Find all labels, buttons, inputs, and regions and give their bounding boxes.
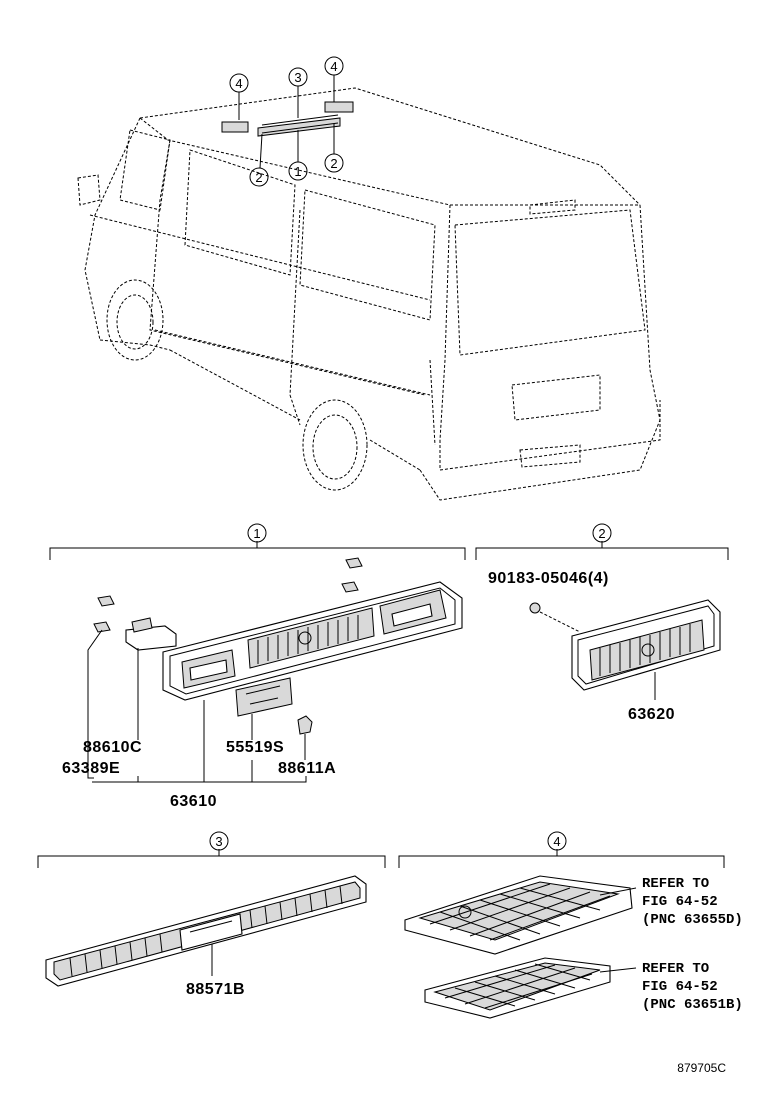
clip-63389E-a [97,595,115,607]
van-illustration [77,87,661,501]
lens-55519S [235,677,293,717]
section-4: 4 REFER TO FIG 64-52 (PNC 63655D) REFER … [398,831,743,1019]
section-3: 3 88571B [37,831,386,998]
reference-63651B: REFER TO FIG 64-52 (PNC 63651B) [642,961,743,1013]
knob-88611A [297,715,313,735]
section-1-callout: 1 [253,526,260,541]
roof-vent-left [221,121,249,133]
ref-a-line-1: REFER TO [642,876,709,892]
van-callout-2-right: 2 [330,156,337,171]
section-2-callout: 2 [598,526,605,541]
label-55519S: 55519S [226,739,284,756]
van-callouts: 4 3 4 2 1 2 [229,56,344,187]
label-63389E: 63389E [62,760,120,777]
ref-b-line-3: (PNC 63651B) [642,997,743,1013]
van-callout-1: 1 [294,164,301,179]
label-88610C: 88610C [83,739,142,756]
label-88571B: 88571B [186,981,245,998]
garnish-88571B [45,875,367,987]
console-assembly-63610 [162,581,463,701]
van-callout-2-left: 2 [255,170,262,185]
van-callout-4-left: 4 [235,76,242,91]
label-90183-05046: 90183-05046(4) [488,570,609,587]
screw-90183 [529,602,541,614]
vent-assembly-63620 [571,599,721,691]
grille-63651B [424,957,611,1019]
ref-b-line-1: REFER TO [642,961,709,977]
grille-63655D [404,875,633,955]
section-1: 1 [49,523,466,810]
label-63620: 63620 [628,706,675,723]
bracket-88610C [125,617,177,651]
label-63610: 63610 [170,793,217,810]
roof-vent-right [324,101,354,113]
roof-vent-center [257,117,341,137]
clip-63389E-b [93,621,111,633]
section-3-callout: 3 [215,834,222,849]
ref-b-line-2: FIG 64-52 [642,979,718,995]
clip-top-b [341,581,359,593]
label-88611A: 88611A [278,760,336,777]
section-2: 2 90183-05046(4) 63620 [475,523,729,723]
ref-a-line-2: FIG 64-52 [642,894,718,910]
reference-63655D: REFER TO FIG 64-52 (PNC 63655D) [642,876,743,928]
clip-top-a [345,557,363,569]
figure-id: 879705C [677,1061,726,1075]
van-callout-3: 3 [294,70,301,85]
van-callout-4-right: 4 [330,59,337,74]
section-4-callout: 4 [553,834,560,849]
ref-a-line-3: (PNC 63655D) [642,912,743,928]
